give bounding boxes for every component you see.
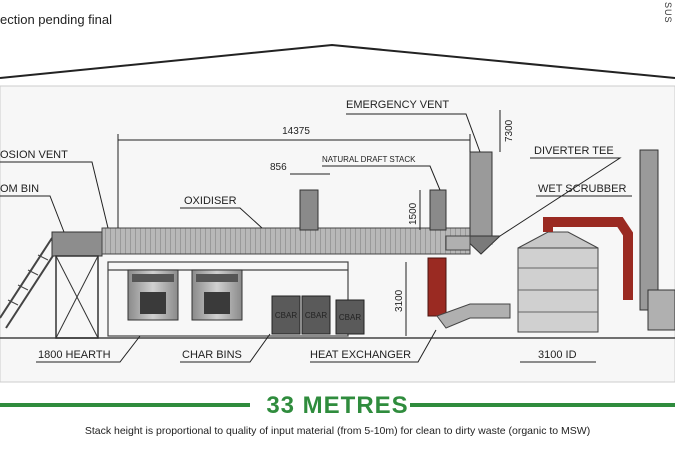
leader-lines [0,113,632,363]
oxidiser-duct [101,227,471,255]
char-bin-2: CBAR [301,295,331,335]
natural-draft-stack-2 [429,189,447,231]
label-feed-bin: OM BIN [0,183,39,195]
caption: Stack height is proportional to quality … [84,425,591,437]
hearth-right [191,269,243,321]
wet-scrubber [517,217,633,333]
connector-duct [445,235,471,251]
label-emergency-vent: EMERGENCY VENT [346,99,449,111]
label-wet-scrubber: WET SCRUBBER [538,183,626,195]
label-char-bins: CHAR BINS [182,349,242,361]
char-bin-1: CBAR [271,295,301,335]
char-bin-tag-2: CBAR [305,311,327,320]
label-diverter-tee: DIVERTER TEE [534,145,614,157]
dim-stack-width: 856 [270,162,287,173]
label-oxidiser: OXIDISER [184,195,237,207]
dim-vent-height: 7300 [504,119,515,142]
final-stack [639,149,659,311]
label-heat-exchanger: HEAT EXCHANGER [310,349,411,361]
fan-unit [647,289,675,331]
char-bin-3: CBAR [335,299,365,335]
metres-title: 33 METRES [266,392,409,419]
top-note: ection pending final [0,12,113,27]
label-natural-draft-stack: NATURAL DRAFT STACK [322,155,416,164]
char-bin-tag-3: CBAR [339,313,361,322]
label-hearth: 1800 HEARTH [38,349,111,361]
hearth-left [127,269,179,321]
natural-draft-stack-1 [299,189,319,231]
feed-hopper [51,231,103,339]
staircase [0,237,59,329]
dim-duct-height: 3100 [394,289,405,312]
dimension-length [117,134,471,228]
emergency-vent-stack [469,151,493,245]
dim-stack-height: 1500 [408,202,419,225]
heat-exchanger-duct [427,257,511,329]
label-explosion-vent: OSION VENT [0,149,68,161]
diverter-tee [460,235,502,255]
side-tag: SUS [663,2,673,24]
char-bin-tag-1: CBAR [275,311,297,320]
dim-length: 14375 [282,126,310,137]
roof-outline [0,43,675,79]
label-scrubber-id: 3100 ID [538,349,577,361]
